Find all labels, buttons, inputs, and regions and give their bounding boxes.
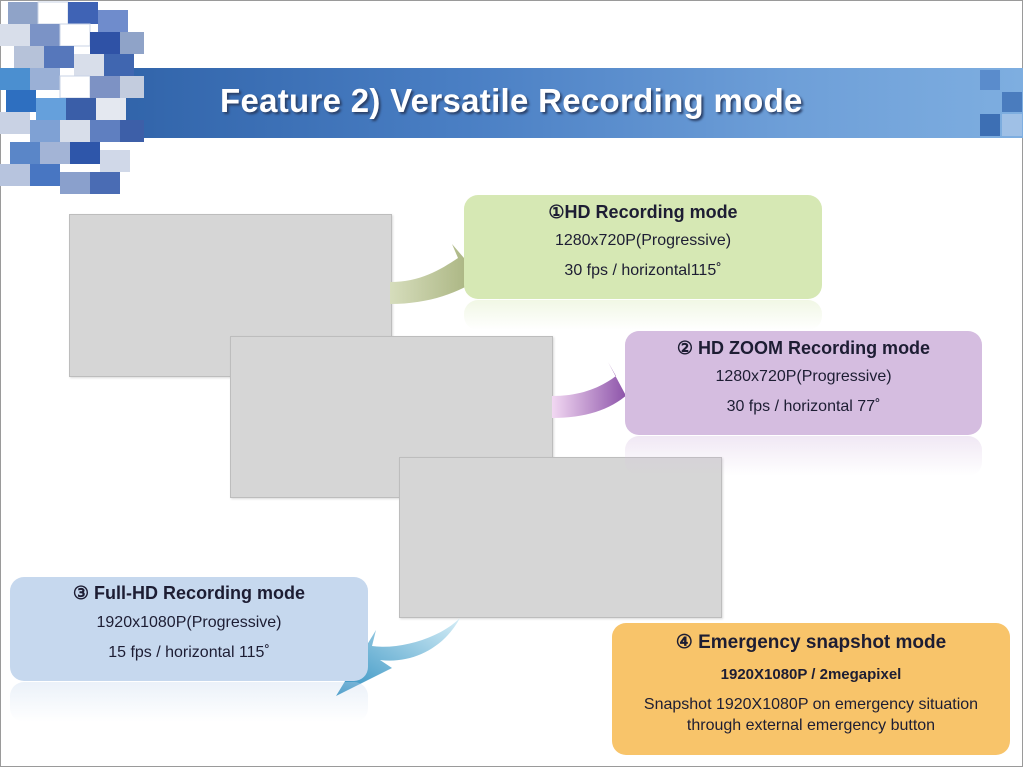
mode-title: ④ Emergency snapshot mode — [675, 632, 947, 653]
arrow-to-hd-mode — [390, 244, 500, 304]
mode-description-line1: Snapshot 1920X1080P on emergency situati… — [643, 696, 979, 713]
page-title: Feature 2) Versatile Recording mode — [220, 82, 803, 119]
arrow-to-hd-zoom-mode — [552, 362, 640, 422]
mode-resolution: 1920X1080P / 2megapixel — [720, 666, 902, 683]
banner-decor-square — [1002, 114, 1022, 136]
mode-title: ③ Full-HD Recording mode — [72, 583, 306, 603]
full-hd-mode-reflection — [10, 682, 368, 722]
full-hd-mode-photo — [399, 457, 722, 618]
full-hd-recording-mode-box: ③ Full-HD Recording mode 1920x1080P(Prog… — [10, 577, 368, 681]
hd-mode-reflection — [464, 300, 822, 330]
banner-decor-square — [1002, 92, 1022, 112]
mode-title: ①HD Recording mode — [548, 202, 738, 222]
mode-fps: 15 fps / horizontal 115˚ — [108, 644, 270, 661]
emergency-snapshot-mode-box: ④ Emergency snapshot mode 1920X1080P / 2… — [612, 623, 1010, 755]
banner-decor-square — [980, 70, 1000, 90]
banner-decor-square — [980, 114, 1000, 136]
mode-resolution: 1920x1080P(Progressive) — [96, 614, 282, 631]
hd-recording-mode-box: ①HD Recording mode 1280x720P(Progressive… — [464, 195, 822, 299]
mode-title: ② HD ZOOM Recording mode — [676, 338, 931, 358]
mode-description-line2: through external emergency button — [686, 717, 936, 734]
mode-fps: 30 fps / horizontal 77˚ — [726, 398, 881, 415]
mode-fps: 30 fps / horizontal115˚ — [564, 262, 722, 279]
cube-logo-icon — [0, 1, 144, 194]
title-banner — [95, 68, 1023, 138]
mode-resolution: 1280x720P(Progressive) — [715, 368, 892, 385]
mode-resolution: 1280x720P(Progressive) — [554, 232, 732, 249]
arrow-to-full-hd-mode — [336, 618, 460, 696]
hd-zoom-recording-mode-box: ② HD ZOOM Recording mode 1280x720P(Progr… — [625, 331, 982, 435]
hd-zoom-mode-reflection — [625, 436, 982, 476]
